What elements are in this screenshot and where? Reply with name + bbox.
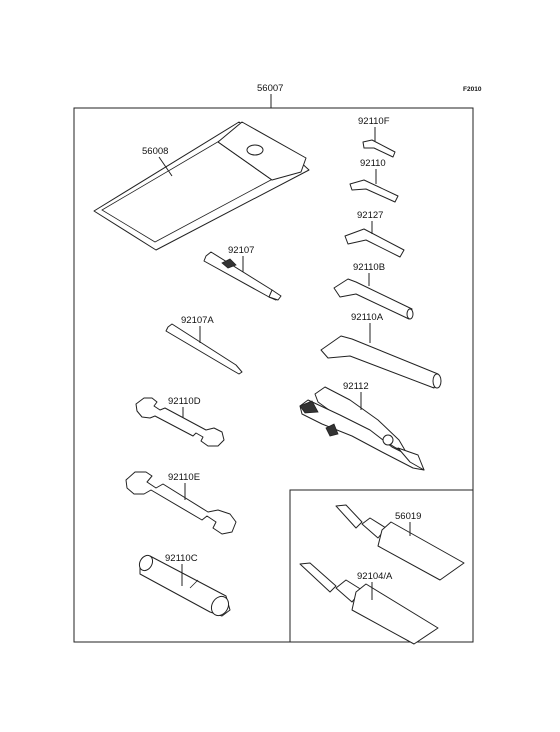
label-56007: 56007 (257, 83, 283, 94)
wrench-92110d (135, 397, 225, 447)
grease-tube-56019 (335, 504, 465, 581)
label-56019: 56019 (395, 511, 421, 522)
hex-key-92110 (349, 179, 399, 203)
screwdriver-92107a (165, 323, 243, 375)
label-92127: 92127 (357, 210, 383, 221)
label-92110d: 92110D (168, 396, 201, 407)
label-92110: 92110 (360, 158, 386, 169)
label-92110b: 92110B (353, 262, 385, 273)
label-92107: 92107 (228, 245, 254, 256)
tool-pouch (93, 121, 310, 251)
grease-tube-92104a (299, 562, 439, 645)
hex-key-92127 (344, 228, 405, 258)
label-56008: 56008 (142, 146, 168, 157)
hex-key-92110b (333, 278, 414, 320)
label-92110e: 92110E (168, 472, 200, 483)
label-92112: 92112 (343, 381, 369, 392)
label-92110f: 92110F (358, 116, 390, 127)
label-92107a: 92107A (181, 315, 214, 326)
figure-code: F2010 (463, 86, 482, 93)
wrench-92110e (125, 471, 237, 535)
hex-key-92110f (362, 139, 396, 158)
label-92110a: 92110A (351, 312, 384, 323)
pliers-92112 (299, 386, 425, 471)
tube-group-outline (289, 490, 474, 643)
label-92110c: 92110C (165, 553, 198, 564)
screwdriver-92107 (203, 251, 282, 301)
socket-92110c (138, 554, 231, 617)
label-92104a: 92104/A (357, 571, 393, 582)
hex-key-92110a (320, 335, 442, 389)
